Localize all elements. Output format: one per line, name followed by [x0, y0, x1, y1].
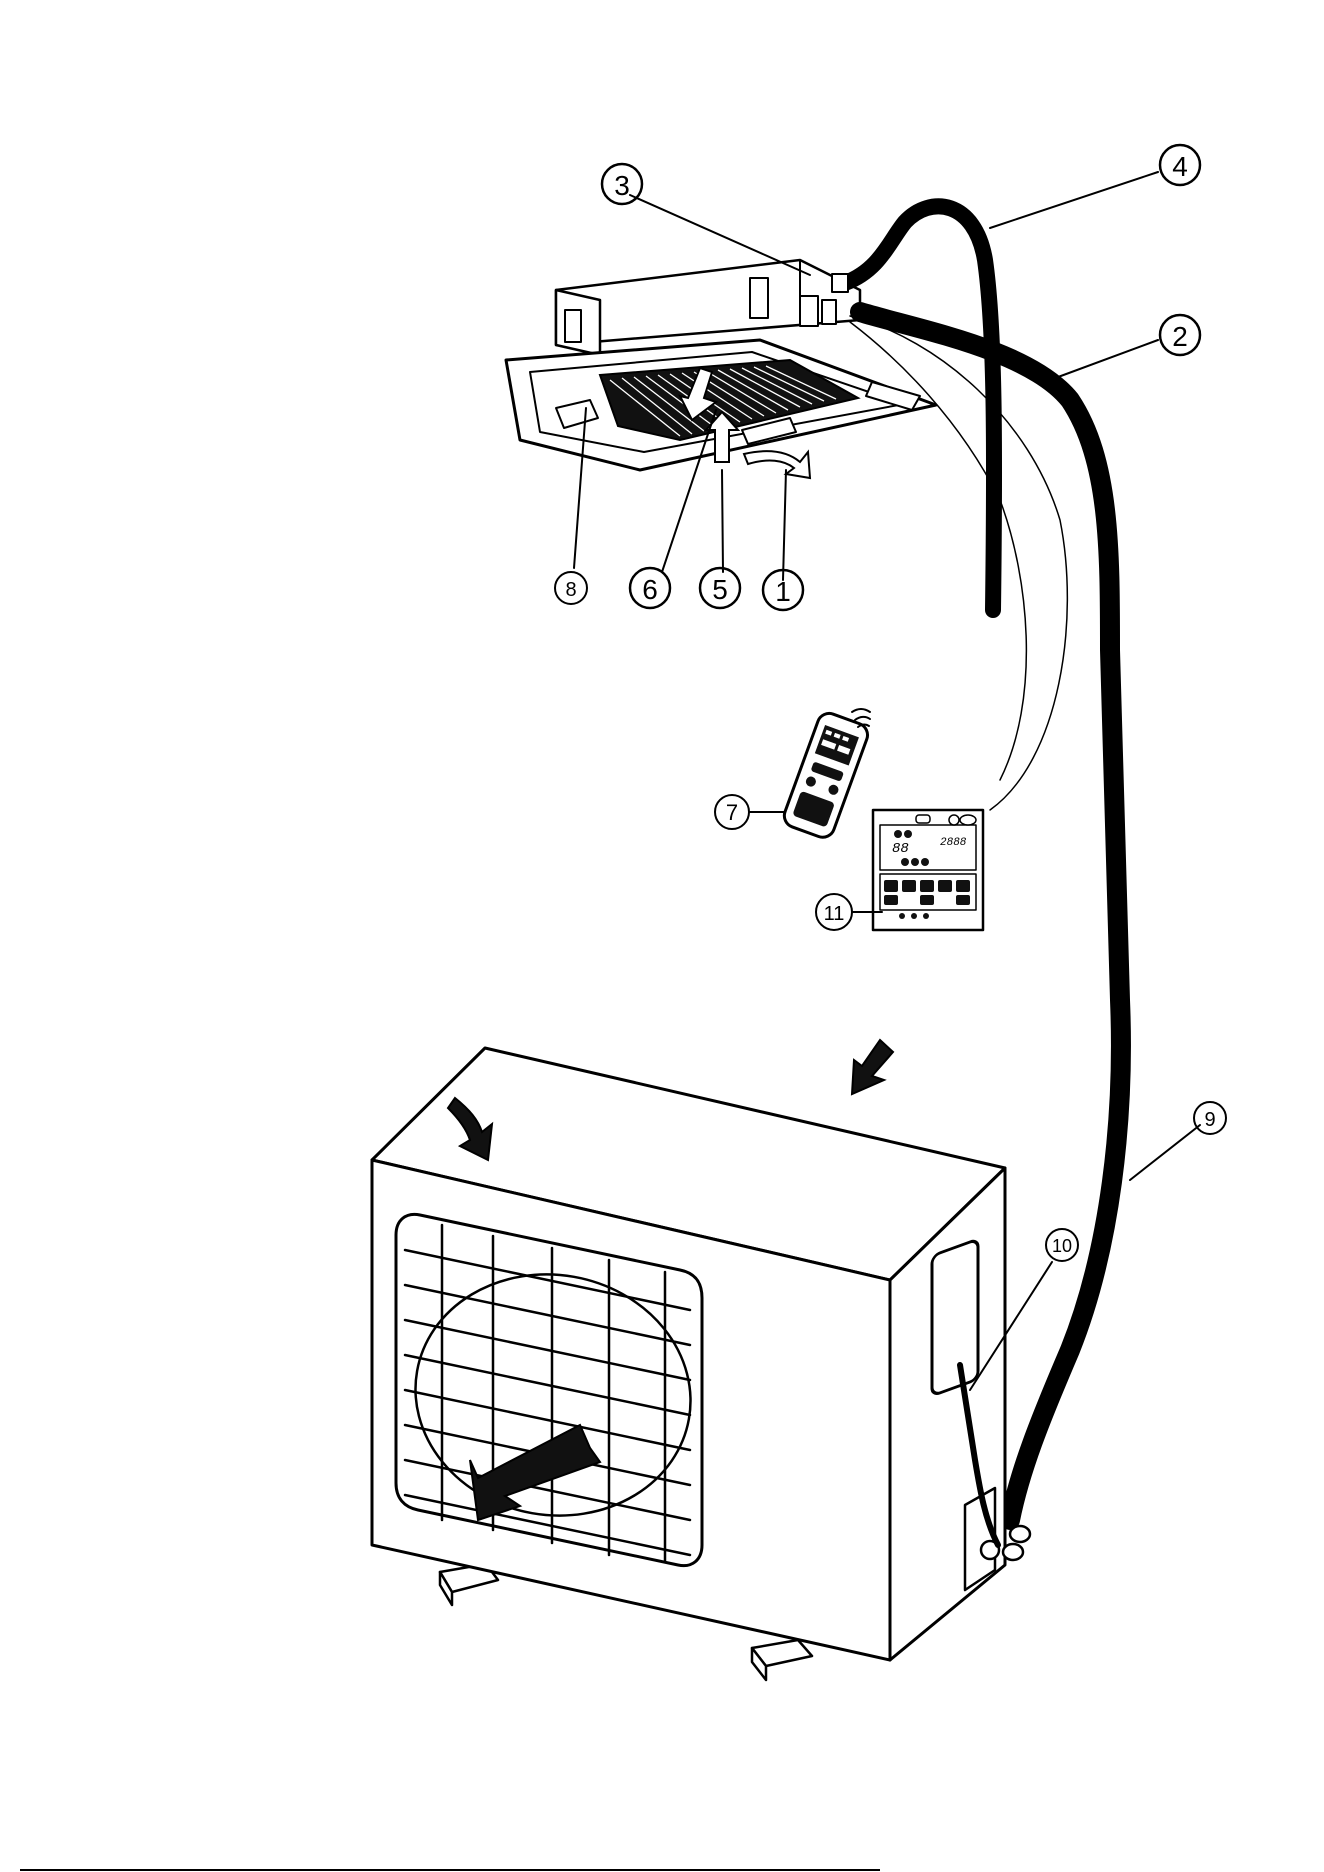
callout-2-number: 2 [1172, 321, 1188, 352]
callout-6: ⑥ 6 [630, 568, 670, 608]
callout-7: ⑦ 7 [715, 795, 749, 829]
callout-10: ⑩ 10 [1046, 1229, 1078, 1261]
callout-5: ⑤ 5 [700, 568, 740, 608]
callout-7-number: 7 [726, 800, 738, 825]
callout-9-number: 9 [1204, 1109, 1215, 1131]
outdoor-unit-icon [372, 1040, 1030, 1680]
callout-11-number: 11 [824, 903, 845, 925]
callout-8-number: 8 [565, 579, 576, 601]
cassette-indoor-unit-icon [506, 260, 936, 478]
callout-3: ③ 3 [602, 164, 642, 204]
callout-4: ④ 4 [1160, 145, 1200, 185]
callout-6-number: 6 [642, 574, 658, 605]
callout-4-number: 4 [1172, 151, 1188, 182]
callout-2: ② 2 [1160, 315, 1200, 355]
wired-display-temp: 88 [892, 841, 909, 857]
wired-display-time: 2888 [940, 837, 967, 849]
wired-controller-icon: 88 2888 [873, 810, 983, 930]
callout-1-number: 1 [775, 576, 791, 607]
callout-11: ⑪ 11 [816, 894, 852, 930]
callout-3-number: 3 [614, 170, 630, 201]
remote-controller-icon [781, 709, 871, 841]
callout-8: ⑧ 8 [555, 572, 587, 604]
callout-9: ⑨ 9 [1194, 1102, 1226, 1134]
callout-5-number: 5 [712, 574, 728, 605]
callout-1: ① 1 [763, 570, 803, 610]
callout-10-number: 10 [1052, 1236, 1072, 1256]
